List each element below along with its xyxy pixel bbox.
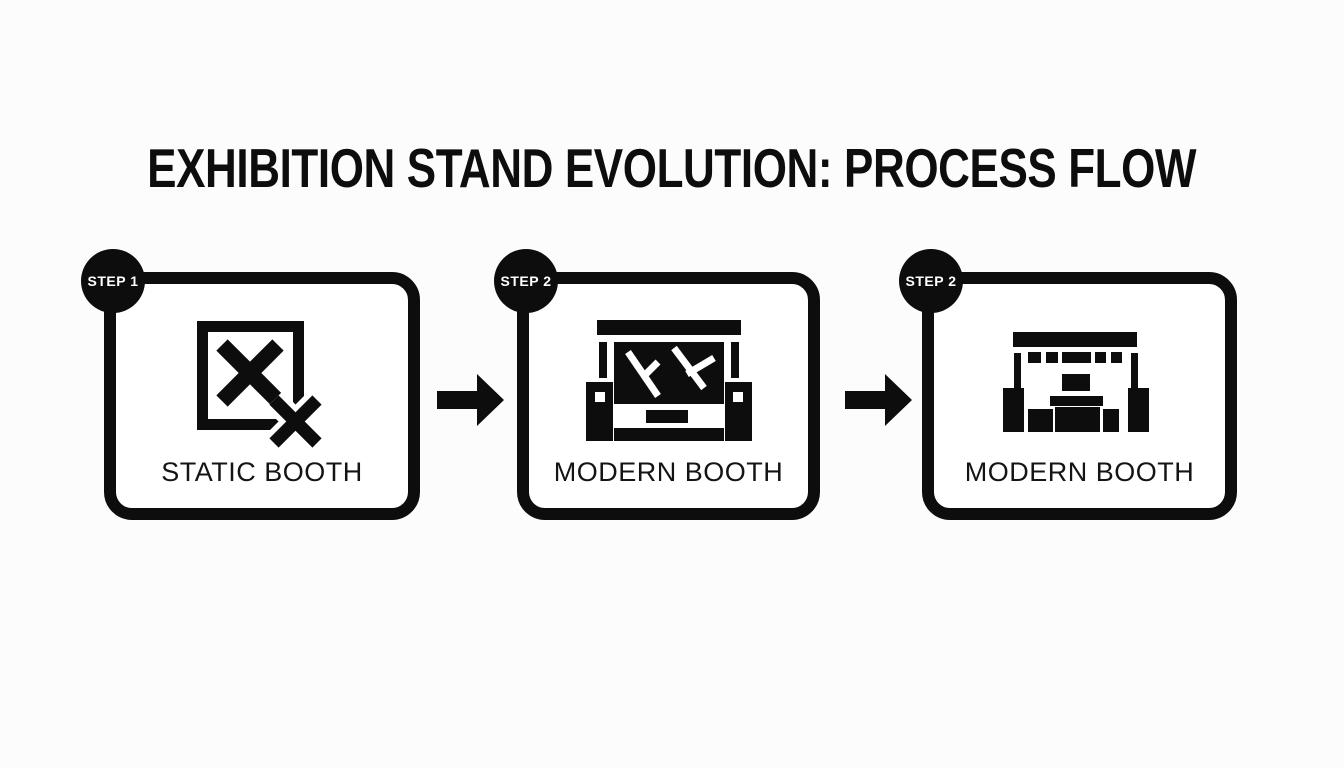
crossed-out-booth-icon (182, 308, 342, 463)
display-screen-booth-icon (584, 312, 754, 457)
page-title-text: EXHIBITION STAND EVOLUTION: PROCESS FLOW (147, 137, 1197, 199)
step-3-badge: STEP 2 (899, 249, 963, 313)
step-2-badge: STEP 2 (494, 249, 558, 313)
step-card-2: STEP 2 MODERN BOOTH (494, 249, 820, 520)
step-card-1: STEP 1 STATIC BOOTH (81, 249, 420, 520)
arrow-right-icon (437, 372, 505, 428)
page-title: EXHIBITION STAND EVOLUTION: PROCESS FLOW (0, 136, 1344, 200)
step-1-label: STATIC BOOTH (161, 457, 363, 487)
step-1-badge-label: STEP 1 (87, 273, 139, 289)
arrow-right-icon (845, 372, 913, 428)
step-2-badge-label: STEP 2 (500, 273, 552, 289)
step-3-badge-label: STEP 2 (905, 273, 957, 289)
step-3-label: MODERN BOOTH (964, 457, 1195, 487)
step-1-badge: STEP 1 (81, 249, 145, 313)
step-card-3: STEP 2 MODERN BOOTH (899, 249, 1237, 520)
stage-booth-icon (995, 324, 1165, 449)
step-2-label: MODERN BOOTH (553, 457, 784, 487)
